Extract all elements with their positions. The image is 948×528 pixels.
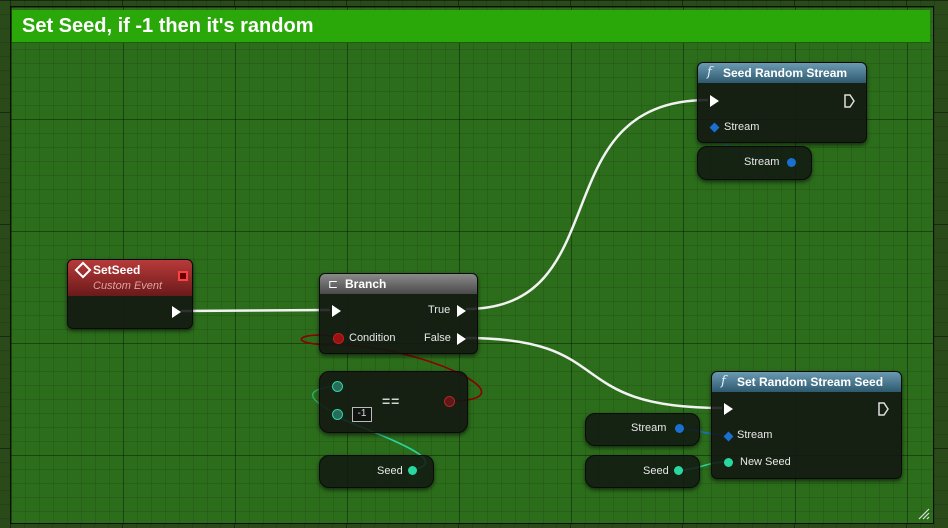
stream-variable-pin-top[interactable] (787, 158, 796, 167)
seed-random-stream-stream-pin[interactable] (709, 122, 720, 133)
equals-node[interactable]: -1 == (319, 371, 468, 433)
set-random-stream-seed-exec-in-pin[interactable] (724, 403, 733, 415)
comment-title: Set Seed, if -1 then it's random (22, 15, 314, 37)
seed-random-stream-header (698, 63, 866, 83)
stream-variable-node-bottom[interactable]: Stream (585, 413, 700, 446)
setseed-exec-out-pin[interactable] (172, 306, 181, 318)
set-random-stream-seed-title: Set Random Stream Seed (737, 375, 884, 389)
seed-random-stream-exec-in-pin[interactable] (710, 95, 719, 107)
branch-icon: ⊏ (328, 277, 339, 291)
seed-variable-pin-right[interactable] (674, 466, 683, 475)
set-random-stream-seed-node[interactable]: f Set Random Stream Seed Stream New Seed (711, 371, 902, 479)
seed-variable-pin-left[interactable] (408, 466, 417, 475)
setseed-header (68, 260, 192, 296)
stream-variable-label-bottom: Stream (631, 422, 667, 434)
setseed-subtitle: Custom Event (93, 280, 163, 292)
branch-false-label: False (424, 332, 451, 344)
branch-condition-label: Condition (349, 332, 396, 344)
equals-input-b-pin[interactable] (332, 409, 343, 420)
equals-operator: == (382, 393, 401, 409)
set-random-stream-seed-newseed-pin[interactable] (724, 458, 733, 467)
set-random-stream-seed-exec-out-pin[interactable] (878, 402, 889, 416)
set-random-stream-seed-newseed-label: New Seed (740, 456, 791, 468)
stream-variable-label-top: Stream (744, 156, 780, 168)
seed-variable-node-right[interactable]: Seed (585, 455, 700, 488)
branch-true-pin[interactable] (457, 305, 466, 317)
set-random-stream-seed-stream-pin[interactable] (723, 431, 734, 442)
function-f-icon: f (707, 65, 712, 80)
branch-title: Branch (345, 277, 387, 291)
equals-input-a-pin[interactable] (332, 381, 343, 392)
set-random-stream-seed-stream-label: Stream (737, 429, 773, 441)
stream-variable-pin-bottom[interactable] (675, 424, 684, 433)
seed-random-stream-stream-label: Stream (724, 121, 760, 133)
branch-false-pin[interactable] (457, 333, 466, 345)
branch-node[interactable]: ⊏ Branch True Condition False (319, 273, 478, 354)
seed-random-stream-title: Seed Random Stream (723, 66, 848, 80)
comment-resize-grip-icon[interactable] (918, 508, 930, 520)
stream-variable-node-top[interactable]: Stream (697, 146, 812, 180)
seed-random-stream-node[interactable]: f Seed Random Stream Stream (697, 62, 867, 143)
function-f-icon-2: f (721, 374, 726, 389)
equals-output-pin[interactable] (444, 396, 455, 407)
seed-variable-label-right: Seed (643, 465, 669, 477)
branch-exec-in-pin[interactable] (332, 305, 341, 317)
branch-true-label: True (428, 304, 451, 316)
branch-condition-pin[interactable] (333, 333, 344, 344)
setseed-event-node[interactable]: SetSeed Custom Event (67, 259, 193, 329)
equals-literal-input[interactable]: -1 (352, 407, 372, 422)
seed-variable-node-left[interactable]: Seed (319, 455, 434, 488)
comment-header[interactable]: Set Seed, if -1 then it's random (12, 10, 930, 43)
seed-random-stream-exec-out-pin[interactable] (844, 94, 855, 108)
set-random-stream-seed-header (712, 372, 901, 392)
setseed-title: SetSeed (93, 263, 141, 277)
seed-variable-label-left: Seed (377, 465, 403, 477)
branch-header (320, 274, 477, 294)
delegate-pin[interactable] (178, 271, 188, 281)
